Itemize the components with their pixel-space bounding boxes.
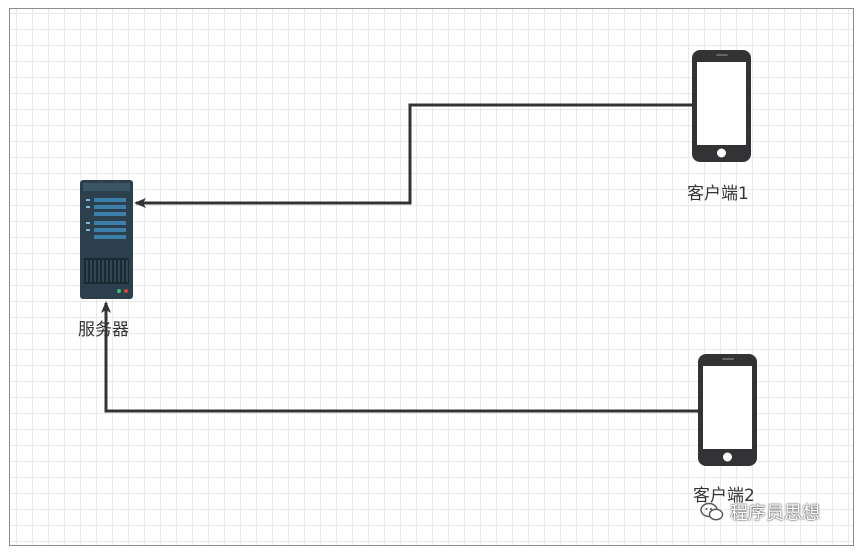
watermark-text: 程序员思想: [730, 503, 820, 524]
phone-icon-client1: [692, 50, 751, 162]
server-icon: [80, 180, 133, 299]
client1-label: 客户端1: [687, 184, 749, 204]
edge-client1-to-server: [134, 103, 692, 208]
diagram-svg: [80, 50, 757, 466]
phone-icon-client2: [698, 354, 757, 466]
wechat-icon: [700, 502, 724, 521]
client2-label: 客户端2: [693, 486, 755, 506]
watermark: 程序员思想: [700, 499, 820, 525]
diagram-canvas: 服务器 客户端1 客户端2 程序员思想: [9, 8, 854, 546]
edge-client2-to-server: [101, 301, 698, 413]
server-label: 服务器: [78, 320, 129, 340]
